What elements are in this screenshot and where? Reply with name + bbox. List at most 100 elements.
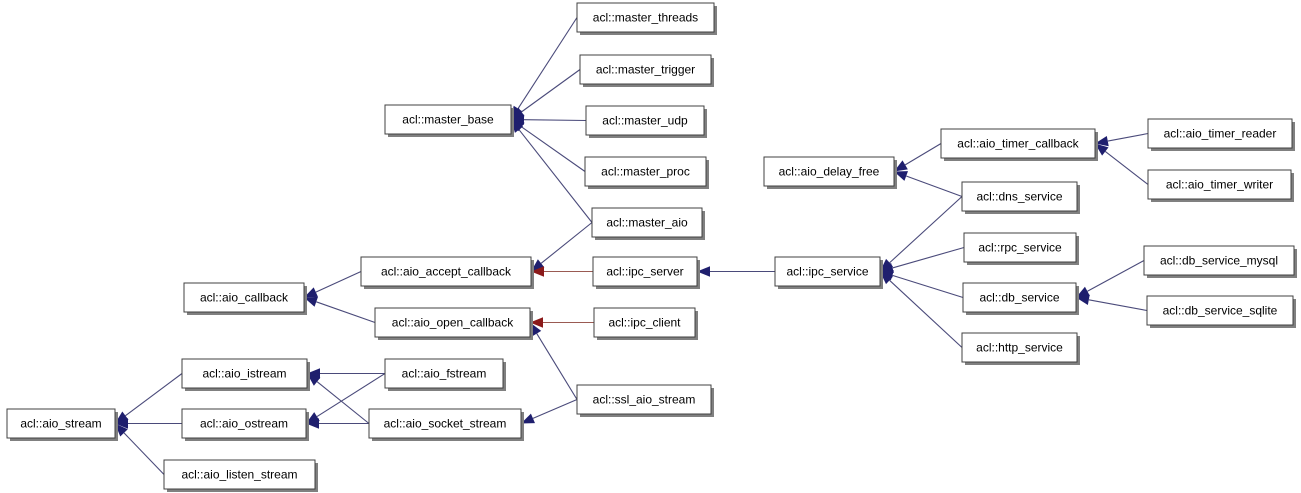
arrowhead-icon — [511, 119, 524, 133]
edges-layer — [115, 17, 1149, 475]
node-box[interactable] — [374, 307, 531, 338]
class-node-ssl_aio_stream[interactable]: acl::ssl_aio_stream — [576, 384, 714, 417]
node-label: acl::db_service — [979, 291, 1059, 305]
node-label: acl::aio_istream — [202, 367, 286, 381]
arrowhead-icon — [1076, 286, 1090, 298]
node-label: acl::rpc_service — [978, 241, 1062, 255]
class-node-master_udp[interactable]: acl::master_udp — [585, 105, 707, 138]
node-box[interactable] — [576, 2, 715, 33]
edge-ipc_client-to-aio_open_callback — [530, 317, 594, 328]
class-node-db_service_sqlite[interactable]: acl::db_service_sqlite — [1146, 295, 1296, 328]
node-box[interactable] — [181, 358, 308, 389]
node-box[interactable] — [6, 408, 116, 439]
edge-line — [123, 432, 165, 475]
edge-line — [517, 17, 578, 109]
node-box[interactable] — [961, 181, 1078, 212]
node-box[interactable] — [384, 104, 512, 135]
class-node-master_aio[interactable]: acl::master_aio — [591, 207, 705, 240]
node-box[interactable] — [940, 128, 1096, 159]
edge-line — [316, 381, 370, 424]
class-node-aio_timer_writer[interactable]: acl::aio_timer_writer — [1147, 169, 1294, 202]
edge-rpc_service-to-ipc_service — [880, 246, 965, 273]
class-node-aio_listen_stream[interactable]: acl::aio_listen_stream — [163, 459, 318, 492]
edge-aio_accept_callback-to-aio_callback — [304, 270, 362, 298]
arrowhead-icon — [697, 266, 710, 277]
node-box[interactable] — [763, 156, 895, 187]
arrowhead-icon — [115, 418, 128, 429]
node-label: acl::dns_service — [976, 190, 1062, 204]
node-box[interactable] — [961, 332, 1078, 363]
edge-line — [1104, 151, 1149, 185]
edge-line — [1107, 132, 1149, 142]
class-node-aio_socket_stream[interactable]: acl::aio_socket_stream — [368, 408, 524, 441]
class-node-master_threads[interactable]: acl::master_threads — [576, 2, 717, 35]
class-node-dns_service[interactable]: acl::dns_service — [961, 181, 1080, 214]
class-node-aio_delay_free[interactable]: acl::aio_delay_free — [763, 156, 897, 189]
edge-aio_timer_writer-to-aio_timer_callback — [1095, 143, 1149, 185]
node-box[interactable] — [183, 282, 305, 313]
node-box[interactable] — [1147, 169, 1292, 200]
edge-line — [906, 175, 963, 198]
class-node-aio_istream[interactable]: acl::aio_istream — [181, 358, 310, 391]
node-box[interactable] — [360, 256, 532, 287]
class-node-rpc_service[interactable]: acl::rpc_service — [963, 232, 1079, 265]
class-node-db_service_mysql[interactable]: acl::db_service_mysql — [1143, 245, 1297, 278]
edge-ssl_aio_stream-to-aio_socket_stream — [521, 398, 578, 424]
node-box[interactable] — [593, 307, 696, 338]
class-node-http_service[interactable]: acl::http_service — [961, 332, 1080, 365]
node-label: acl::db_service_mysql — [1160, 254, 1278, 268]
arrowhead-icon — [1095, 135, 1109, 147]
edge-aio_timer_reader-to-aio_timer_callback — [1095, 132, 1149, 147]
node-box[interactable] — [1143, 245, 1295, 276]
class-node-aio_timer_callback[interactable]: acl::aio_timer_callback — [940, 128, 1098, 161]
node-box[interactable] — [579, 54, 712, 85]
edge-db_service-to-ipc_service — [880, 270, 964, 299]
node-label: acl::aio_listen_stream — [181, 468, 297, 482]
node-box[interactable] — [163, 459, 316, 490]
edge-aio_istream-to-aio_stream — [115, 373, 183, 424]
node-box[interactable] — [962, 282, 1077, 313]
class-node-master_trigger[interactable]: acl::master_trigger — [579, 54, 714, 87]
edge-line — [521, 126, 586, 172]
arrowhead-icon — [521, 413, 535, 424]
class-node-db_service[interactable]: acl::db_service — [962, 282, 1079, 315]
node-box[interactable] — [1147, 118, 1293, 149]
node-box[interactable] — [1146, 295, 1294, 326]
class-node-aio_timer_reader[interactable]: acl::aio_timer_reader — [1147, 118, 1295, 151]
arrowhead-icon — [894, 171, 908, 181]
class-node-aio_fstream[interactable]: acl::aio_fstream — [384, 358, 506, 391]
edge-aio_fstream-to-aio_istream — [307, 368, 385, 379]
class-node-ipc_server[interactable]: acl::ipc_server — [592, 256, 700, 289]
arrowhead-icon — [880, 258, 894, 272]
node-box[interactable] — [591, 207, 703, 238]
node-label: acl::http_service — [976, 341, 1063, 355]
class-node-master_proc[interactable]: acl::master_proc — [584, 156, 709, 189]
node-box[interactable] — [181, 408, 307, 439]
class-node-aio_callback[interactable]: acl::aio_callback — [183, 282, 307, 315]
node-box[interactable] — [585, 105, 705, 136]
edge-line — [904, 143, 942, 166]
node-box[interactable] — [774, 256, 881, 287]
node-box[interactable] — [576, 384, 712, 415]
edge-aio_ostream-to-aio_stream — [115, 418, 182, 429]
class-node-aio_ostream[interactable]: acl::aio_ostream — [181, 408, 309, 441]
node-box[interactable] — [592, 256, 698, 287]
class-node-ipc_client[interactable]: acl::ipc_client — [593, 307, 698, 340]
edge-line — [1087, 260, 1145, 292]
node-box[interactable] — [384, 358, 504, 389]
class-node-master_base[interactable]: acl::master_base — [384, 104, 514, 137]
edge-line — [518, 129, 593, 223]
edge-line — [889, 279, 963, 348]
edge-line — [536, 333, 578, 400]
node-box[interactable] — [963, 232, 1077, 263]
class-node-ipc_service[interactable]: acl::ipc_service — [774, 256, 883, 289]
node-box[interactable] — [368, 408, 522, 439]
class-node-aio_open_callback[interactable]: acl::aio_open_callback — [374, 307, 533, 340]
class-node-aio_stream[interactable]: acl::aio_stream — [6, 408, 118, 441]
edge-aio_open_callback-to-aio_callback — [304, 296, 376, 324]
class-node-aio_accept_callback[interactable]: acl::aio_accept_callback — [360, 256, 534, 289]
node-box[interactable] — [584, 156, 707, 187]
arrowhead-icon — [306, 418, 319, 429]
node-label: acl::master_threads — [593, 11, 698, 25]
